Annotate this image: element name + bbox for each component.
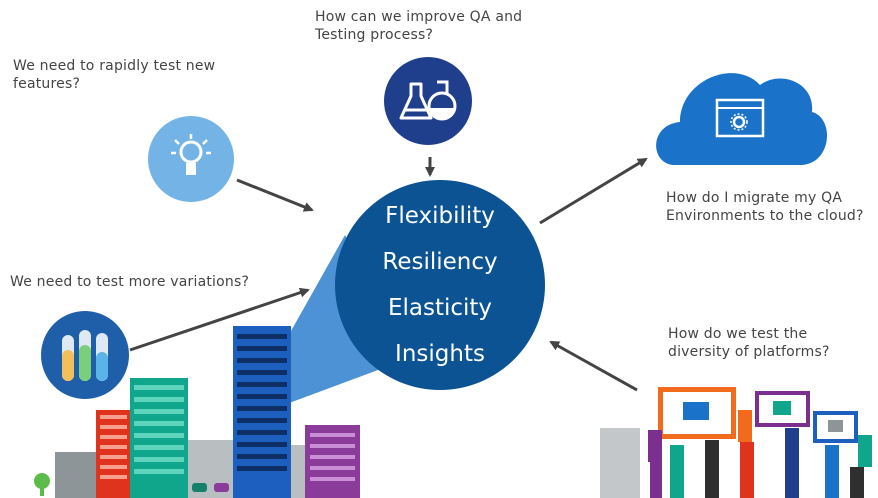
question-improve-qa-line1: How can we improve QA and bbox=[315, 9, 523, 25]
test-tubes-icon bbox=[41, 311, 129, 399]
question-diversity-line2: diversity of platforms? bbox=[668, 344, 830, 360]
question-migrate: How do I migrate my QA Environments to t… bbox=[666, 189, 864, 225]
cityscape-illustration bbox=[34, 326, 360, 498]
question-migrate-line2: Environments to the cloud? bbox=[666, 208, 864, 224]
central-hub-circle: Flexibility Resiliency Elasticity Insigh… bbox=[335, 180, 545, 390]
devices-illustration bbox=[600, 387, 872, 498]
question-rapid-test-line2: features? bbox=[13, 76, 81, 92]
arrow-devices-to-hub bbox=[549, 340, 638, 392]
question-migrate-line1: How do I migrate my QA bbox=[666, 190, 843, 206]
question-rapid-test-line1: We need to rapidly test new bbox=[13, 58, 216, 74]
spotlight-beam bbox=[255, 235, 405, 412]
lab-flasks-icon bbox=[384, 57, 472, 145]
lightbulb-icon bbox=[148, 116, 234, 202]
question-variations: We need to test more variations? bbox=[10, 273, 249, 291]
question-variations-line1: We need to test more variations? bbox=[10, 274, 250, 290]
question-rapid-test: We need to rapidly test new features? bbox=[13, 57, 215, 93]
question-diversity-line1: How do we test the bbox=[668, 326, 808, 342]
arrow-hub-to-cloud bbox=[539, 157, 648, 225]
arrow-lightbulb-to-hub bbox=[236, 178, 314, 212]
question-improve-qa: How can we improve QA and Testing proces… bbox=[315, 8, 522, 44]
cloud-icon bbox=[656, 73, 828, 165]
question-improve-qa-line2: Testing process? bbox=[315, 27, 434, 43]
hub-item-insights: Insights bbox=[395, 341, 485, 367]
arrow-tubes-to-hub bbox=[129, 287, 310, 352]
hub-item-resiliency: Resiliency bbox=[382, 249, 498, 275]
gear-window-icon bbox=[715, 98, 765, 138]
hub-item-elasticity: Elasticity bbox=[387, 295, 493, 321]
question-diversity: How do we test the diversity of platform… bbox=[668, 325, 830, 361]
hub-item-flexibility: Flexibility bbox=[385, 203, 495, 229]
